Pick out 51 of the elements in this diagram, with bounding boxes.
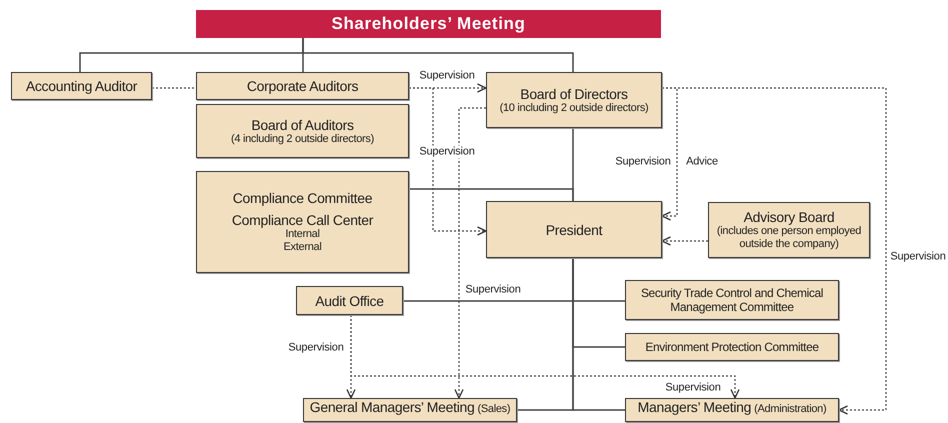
box-title: Security Trade Control and Chemical Management Committee	[640, 286, 824, 314]
box-subtitle: (Administration)	[754, 403, 826, 416]
edge-label: Supervision	[614, 156, 672, 168]
edge-label: Supervision	[664, 382, 722, 394]
org-box	[708, 202, 870, 258]
org-box	[625, 333, 839, 361]
box-title: Shareholders’ Meeting	[332, 16, 526, 32]
box-title: Audit Office	[315, 292, 384, 308]
box-title: Advisory Board	[744, 209, 834, 225]
box-title: Board of Auditors	[251, 116, 354, 132]
arrow	[661, 236, 708, 246]
org-box	[625, 398, 839, 422]
edge-label: Supervision	[287, 342, 345, 354]
edge-label: Supervision	[418, 146, 476, 158]
meeting-banner	[196, 10, 661, 38]
box-subtitle: Compliance Call Center	[232, 212, 374, 228]
box-title: Compliance Committee	[232, 190, 372, 206]
org-box	[196, 104, 409, 158]
box-title: Board of Directors	[520, 86, 628, 102]
org-box	[196, 171, 409, 273]
box-subtitle: (10 including 2 outside directors)	[500, 102, 648, 114]
box-title: Managers’ Meeting	[638, 399, 752, 415]
org-box	[625, 280, 839, 320]
arrow	[661, 87, 678, 221]
edge-label: Supervision	[418, 70, 476, 82]
box-subtitle: External	[284, 241, 322, 254]
arrow	[454, 107, 486, 399]
connector-line	[302, 38, 574, 72]
box-title: Environment Protection Committee	[645, 340, 819, 354]
arrow	[350, 315, 740, 399]
box-subtitle: (Sales)	[478, 403, 510, 416]
box-title: General Managers’ Meeting	[310, 399, 474, 415]
arrow	[409, 87, 487, 236]
box-subtitle: (includes one person employed outside the company)	[716, 225, 862, 251]
org-box	[486, 201, 662, 258]
connector-line	[409, 188, 574, 201]
arrow	[662, 87, 887, 415]
connector-line	[152, 87, 196, 89]
box-subtitle: Internal	[285, 228, 320, 241]
connector-line	[572, 258, 625, 411]
box-title: Corporate Auditors	[246, 78, 358, 94]
org-box	[196, 72, 409, 100]
org-box	[303, 398, 517, 422]
box-subtitle: (4 including 2 outside directors)	[231, 132, 374, 146]
box-title: Accounting Auditor	[26, 78, 138, 94]
org-box	[486, 72, 662, 128]
edge-label: Supervision	[889, 250, 947, 264]
org-box	[296, 286, 403, 315]
box-title: President	[546, 222, 602, 238]
org-box	[11, 72, 152, 100]
note-label: Supervision	[464, 284, 522, 296]
